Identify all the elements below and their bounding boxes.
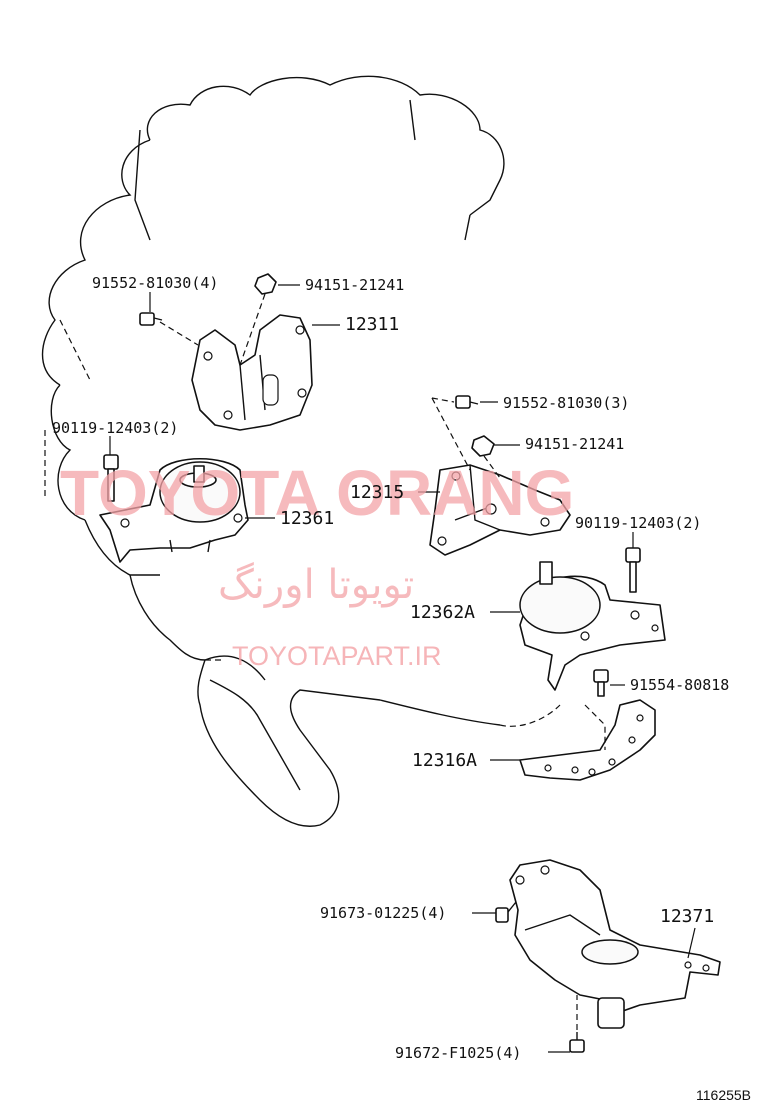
label-91672: 91672-F1025(4) <box>395 1044 521 1062</box>
mount-12371 <box>509 859 721 1029</box>
label-90119-right: 90119-12403(2) <box>575 514 701 532</box>
label-12361: 12361 <box>280 508 334 529</box>
watermark-url: TOYOTAPART.IR <box>232 641 442 671</box>
bolt-icon <box>625 547 641 593</box>
nut-icon <box>471 435 495 457</box>
mount-12361 <box>99 457 249 563</box>
nut-icon <box>254 273 277 295</box>
label-91552-top: 91552-81030(4) <box>92 274 218 292</box>
watermark: TOYOTA ORANG تویوتا اورنگ TOYOTAPART.IR <box>60 457 574 671</box>
watermark-persian: تویوتا اورنگ <box>218 562 414 608</box>
bolt-icon <box>593 669 609 697</box>
watermark-main: TOYOTA ORANG <box>60 457 574 529</box>
label-94151-mid: 94151-21241 <box>525 435 624 453</box>
bolt-icon <box>455 395 479 409</box>
label-12371: 12371 <box>660 906 714 927</box>
label-91554: 91554-80818 <box>630 676 729 694</box>
bolt-icon <box>103 454 119 502</box>
bracket-12315 <box>429 464 571 556</box>
label-91552-mid: 91552-81030(3) <box>503 394 629 412</box>
label-91673: 91673-01225(4) <box>320 904 446 922</box>
part-labels: 91552-81030(4) 94151-21241 12311 91552-8… <box>52 274 729 1062</box>
label-94151-top: 94151-21241 <box>305 276 404 294</box>
label-12311: 12311 <box>345 314 399 335</box>
bolt-icon <box>139 312 163 326</box>
engine-outline <box>41 75 561 827</box>
bolt-icon <box>495 901 517 923</box>
mount-12362A <box>519 561 666 691</box>
bolt-icon <box>569 1032 585 1053</box>
bracket-12316A <box>519 699 656 781</box>
leader-lines <box>109 284 696 1053</box>
label-12315: 12315 <box>350 482 404 503</box>
bracket-12311 <box>191 314 313 431</box>
label-12316A: 12316A <box>412 750 477 771</box>
label-12362A: 12362A <box>410 602 475 623</box>
label-90119-left: 90119-12403(2) <box>52 419 178 437</box>
figure-id: 116255B <box>696 1087 751 1103</box>
